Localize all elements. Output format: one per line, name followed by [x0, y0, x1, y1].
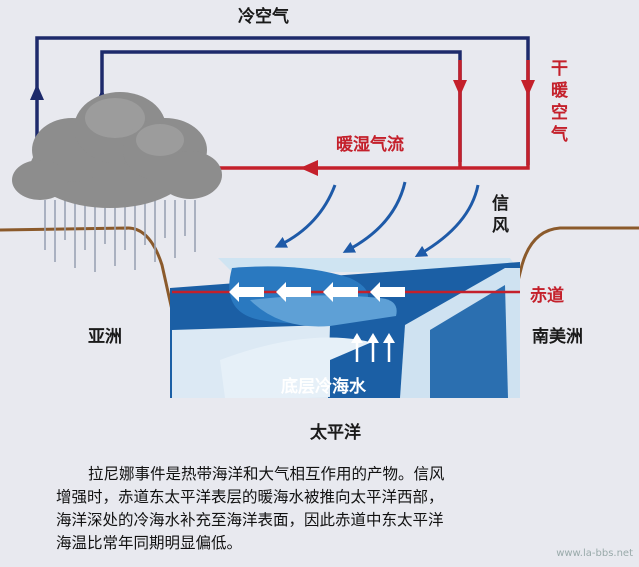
label-equator: 赤道 [530, 286, 564, 306]
watermark: www.la-bbs.net [556, 548, 633, 559]
arrow-icon [453, 80, 467, 96]
arrow-icon [276, 282, 311, 302]
caption: 拉尼娜事件是热带海洋和大气相互作用的产物。信风 增强时，赤道东太平洋表层的暖海水… [56, 463, 626, 555]
arrow-icon [229, 282, 264, 302]
arrow-icon [300, 160, 318, 176]
caption-line: 海洋深处的冷海水补充至海洋表面，因此赤道中东太平洋 [56, 511, 444, 529]
label-dry-warm-air: 干暖空气 [551, 59, 568, 145]
caption-line: 拉尼娜事件是热带海洋和大气相互作用的产物。信风 [88, 465, 445, 483]
label-warm-humid-flow: 暖湿气流 [336, 135, 404, 155]
label-asia: 亚洲 [88, 327, 122, 347]
surface-current-arrows [229, 282, 405, 302]
label-south-america: 南美洲 [532, 327, 583, 347]
upwelling-arrows [351, 333, 395, 362]
arrow-icon [521, 80, 535, 96]
label-bottom-cold-water: 底层冷海水 [281, 377, 366, 397]
label-trade-wind: 信风 [492, 194, 509, 236]
caption-line: 增强时，赤道东太平洋表层的暖海水被推向太平洋西部， [56, 488, 444, 506]
arrow-icon [370, 282, 405, 302]
arrow-icon [323, 282, 358, 302]
label-pacific: 太平洋 [310, 423, 361, 443]
trade-wind-arrows [274, 181, 480, 258]
label-cold-air: 冷空气 [238, 7, 289, 27]
rain-icon [44, 200, 196, 272]
caption-line: 海温比常年同期明显偏低。 [56, 534, 243, 552]
arrow-icon [30, 84, 44, 100]
